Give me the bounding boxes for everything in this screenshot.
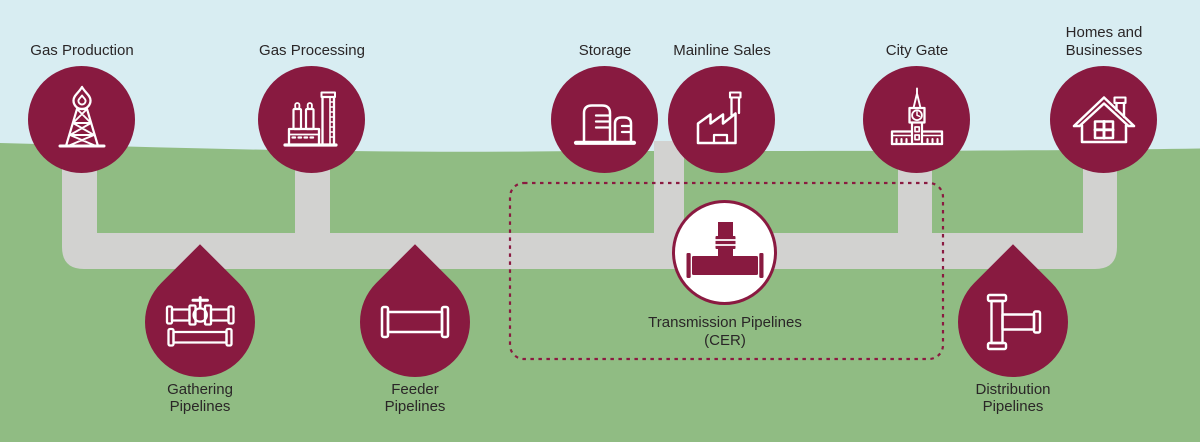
tee-fitting-icon bbox=[686, 221, 763, 278]
pipeline-label: Feeder Pipelines bbox=[384, 381, 446, 415]
factory-icon bbox=[696, 90, 742, 144]
refinery-icon bbox=[282, 91, 338, 147]
node-circle bbox=[551, 66, 658, 173]
station-label: Storage bbox=[578, 42, 632, 59]
station-label: City Gate bbox=[885, 42, 949, 59]
transmission-label-line2: (CER) bbox=[704, 331, 746, 349]
cer-jurisdiction-outline bbox=[508, 181, 945, 361]
station-city-gate: City Gate bbox=[842, 0, 992, 180]
oil-derrick-icon bbox=[58, 85, 105, 147]
pipeline-label: Distribution Pipelines bbox=[975, 381, 1051, 415]
storage-tanks-icon bbox=[573, 103, 636, 145]
station-label: Mainline Sales bbox=[673, 42, 771, 59]
station-label: Gas Production bbox=[30, 42, 134, 59]
pipeline-gathering: Gathering Pipelines bbox=[122, 244, 278, 442]
station-gas-processing: Gas Processing bbox=[237, 0, 387, 180]
transmission-label: Transmission Pipelines (CER) bbox=[615, 314, 835, 349]
station-label: Gas Processing bbox=[259, 42, 365, 59]
valve-pipe-icon bbox=[165, 296, 235, 347]
pipeline-feeder: Feeder Pipelines bbox=[337, 244, 493, 442]
pipeline-distribution: Distribution Pipelines bbox=[935, 244, 1091, 442]
station-label: Homes and Businesses bbox=[1065, 24, 1143, 59]
station-mainline-sales: Mainline Sales bbox=[647, 0, 797, 180]
pipe-icon bbox=[380, 305, 450, 339]
node-circle bbox=[28, 66, 135, 173]
node-circle bbox=[863, 66, 970, 173]
house-icon bbox=[1072, 95, 1135, 143]
clock-tower-icon bbox=[890, 87, 943, 145]
station-gas-production: Gas Production bbox=[7, 0, 157, 180]
transmission-label-line1: Transmission Pipelines bbox=[648, 314, 802, 331]
station-homes-businesses: Homes and Businesses bbox=[1029, 0, 1179, 180]
tee-pipe-icon bbox=[986, 293, 1042, 351]
pipeline-label: Gathering Pipelines bbox=[167, 381, 233, 415]
node-circle bbox=[258, 66, 365, 173]
transmission-node bbox=[672, 200, 777, 305]
node-circle bbox=[668, 66, 775, 173]
station-storage: Storage bbox=[530, 0, 680, 180]
node-circle bbox=[1050, 66, 1157, 173]
